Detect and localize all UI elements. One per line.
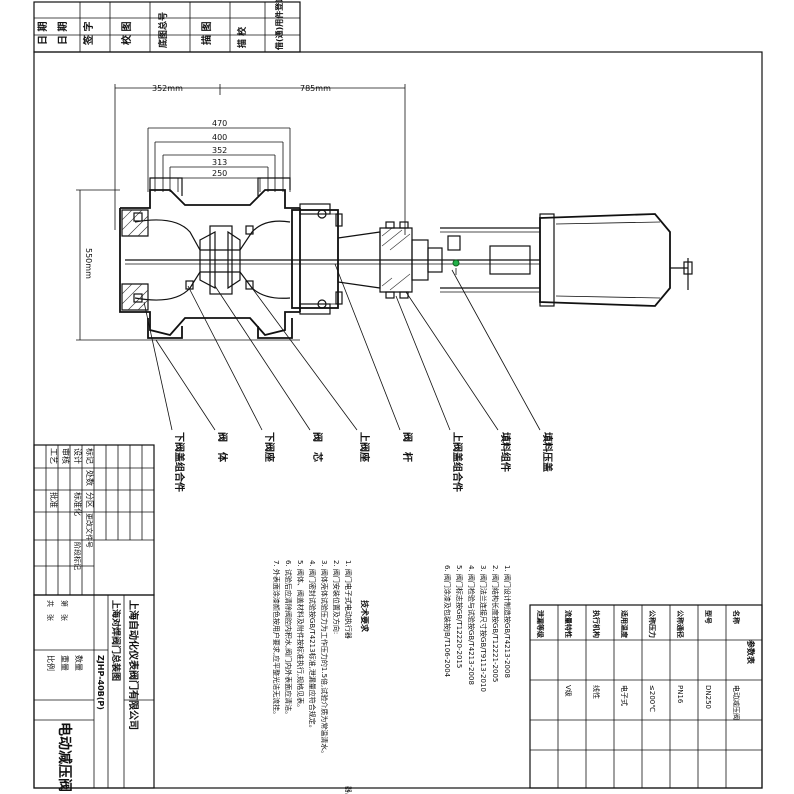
note-line: 7. 外表面涂漆颜色按用户要求,应平整光洁无流挂。 [272, 560, 281, 718]
dim-313: 313 [212, 158, 227, 167]
spec-head: 公称压力 [648, 610, 657, 638]
std-line: 4. 阀门检验与试验按GB/T4213-2008 [467, 565, 476, 685]
std-line: 6. 阀门涂漆及包装按JB/T106-2004 [443, 565, 452, 678]
strip-label: 描 校 [236, 26, 248, 48]
spec-value: 电动减压阀 [732, 685, 741, 720]
strip-label: 校 图 [120, 22, 133, 45]
note-line: 3. 阀体壳体试验压力为工作压力的1.5倍,试验介质为常温清水。 [320, 560, 329, 757]
spec-head: 适用温度 [620, 610, 629, 639]
rev-cell: 批准 [49, 492, 59, 508]
note-line: 2. 阀门安装位置及方向: [332, 560, 341, 634]
notes-title: 技术要求 [360, 600, 370, 633]
sheet-total: 共 张 [46, 600, 55, 621]
note-line: 1. 阀门电子式电动执行器 器。 [344, 560, 353, 794]
note-line: 6. 试验后应清除阀腔内积水,阀门内外表面应清洁。 [284, 560, 293, 718]
spec-head: 执行机构 [592, 610, 601, 638]
dim-left-width: 352mm [152, 84, 183, 93]
part-label-upper-bonnet: 上阀盖组合件 [451, 432, 464, 492]
spec-value: PN16 [676, 685, 684, 704]
rev-cell: 审核 [61, 448, 71, 464]
indicator-dot [452, 259, 460, 267]
strip-label: 借(通)用件登记 [274, 0, 284, 51]
dim-right-width: 785mm [300, 84, 331, 93]
rev-col: 更改文件号 [85, 513, 94, 548]
spec-head: 泄漏等级 [536, 610, 545, 639]
rev-col: 处数 [85, 470, 95, 486]
note-line: 5. 阀体、阀盖材料及附件按标准执行,规格见表。 [296, 560, 305, 711]
spec-head: 流量特性 [564, 610, 573, 638]
spec-head: 型号 [704, 610, 713, 624]
drawing-model: 上海对焊阀门总装图 [110, 600, 122, 681]
part-labels: 下阀盖组合件 阀 体 下阀座 阀 芯 上阀座 阀 杆 上阀盖组合件 填料组件 填… [173, 432, 554, 492]
rev-cell: 设计 [73, 448, 83, 464]
dim-352: 352 [212, 146, 227, 155]
rev-col: 分区 [85, 492, 94, 508]
spec-head: 名称 [732, 610, 741, 624]
dim-400: 400 [212, 133, 227, 142]
part-label-lower-seat: 下阀座 [263, 432, 276, 462]
sheet-number: 第 张 [60, 600, 69, 621]
spec-value: V级 [564, 685, 573, 697]
spec-value: 电子式 [620, 685, 629, 706]
part-leaders [143, 263, 541, 431]
quantity-label: 数量 [74, 655, 84, 671]
technical-notes: 技术要求 1. 阀门电子式电动执行器 器。 2. 阀门安装位置及方向: 3. 阀… [272, 560, 370, 794]
spec-head: 公称通径 [676, 610, 685, 638]
part-label-body: 阀 体 [216, 432, 229, 463]
part-label-upper-seat: 上阀座 [358, 432, 371, 462]
left-cap-hatch [121, 209, 149, 311]
scale-label: 比例 [46, 655, 56, 671]
part-label-gland: 填料压盖 [541, 432, 554, 472]
dim-470: 470 [212, 119, 227, 128]
std-line: 2. 阀门结构长度按GB/T12221-2005 [491, 565, 500, 682]
standards-notes: 1. 阀门设计制造按GB/T4213-2008 2. 阀门结构长度按GB/T12… [443, 565, 512, 692]
strip-label: 日 期 [56, 22, 69, 45]
part-label-plug: 阀 芯 [311, 432, 324, 462]
dim-height: 550mm [84, 248, 93, 279]
drawing-number: ZJHP-40B(P) [96, 655, 105, 710]
product-name: 电动减压阀 [56, 722, 73, 792]
rev-cell: 阶段标记 [73, 542, 82, 570]
weight-label: 重量 [60, 655, 70, 671]
rev-cell: 工艺 [49, 448, 58, 464]
valve-assembly-drawing: 352mm 785mm 470 400 352 313 250 550mm [76, 84, 693, 341]
spec-value: 线性 [592, 685, 601, 699]
rev-cell: 标准化 [73, 492, 83, 516]
std-line: 5. 阀门标志按GB/T12220-2015 [455, 565, 464, 668]
note-line: 4. 阀门密封试验按GB/T4213标准,泄漏量应符合规定。 [308, 560, 317, 732]
strip-label: 日 期 [36, 22, 49, 45]
part-label-stem: 阀 杆 [401, 432, 414, 462]
std-line: 1. 阀门设计制造按GB/T4213-2008 [503, 565, 512, 678]
strip-label: 描 图 [200, 22, 213, 45]
rev-col: 标记 [85, 448, 95, 464]
top-record-strip: 日 期 日 期 签 字 校 图 底图总号 描 图 描 校 借(通)用件登记 [33, 0, 301, 53]
company-name: 上海自动化仪表阀门有限公司 [127, 600, 140, 730]
strip-label: 签 字 [82, 22, 95, 46]
part-label-lower-bonnet: 下阀盖组合件 [173, 432, 186, 492]
strip-label: 底图总号 [157, 12, 169, 48]
std-line: 3. 阀门法兰连接尺寸按GB/T9113-2010 [479, 565, 488, 692]
spec-table: 参数表 名称 型号 公称通径 公称压力 适用温度 执行机构 流量特性 泄漏等级 … [529, 604, 763, 789]
title-block: 上海自动化仪表阀门有限公司 上海对焊阀门总装图 ZJHP-40B(P) 电动减压… [33, 594, 155, 792]
dim-250: 250 [212, 169, 227, 178]
part-label-packing: 填料组件 [499, 432, 512, 472]
spec-value: DN250 [704, 685, 712, 709]
spec-title: 参数表 [746, 639, 756, 665]
spec-value: ≤200℃ [648, 685, 656, 712]
